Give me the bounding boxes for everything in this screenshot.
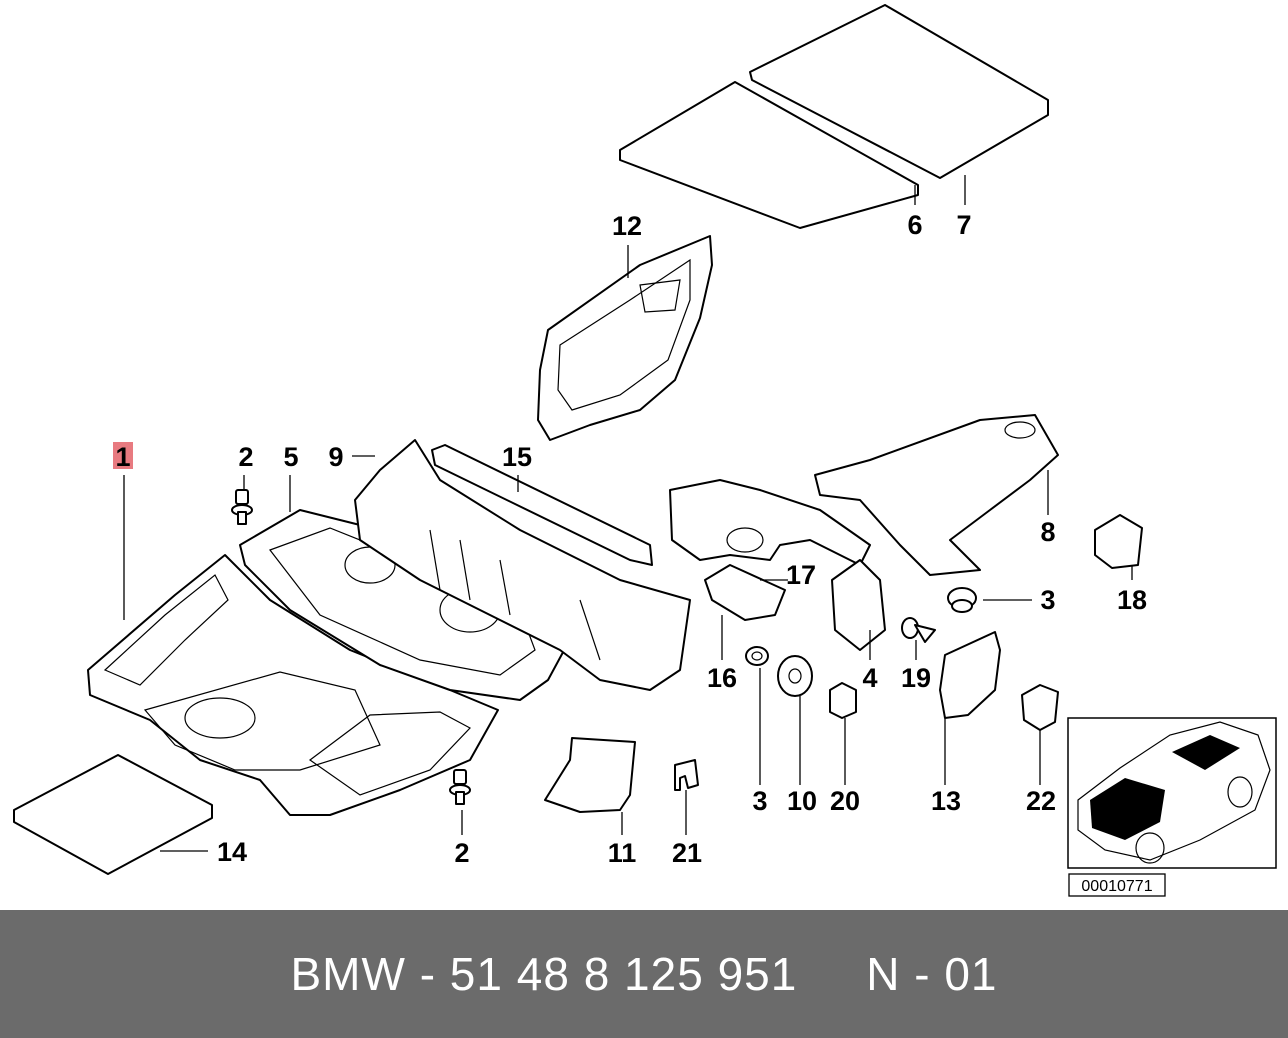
part-arch-left <box>669 479 871 566</box>
part-12-panel <box>537 235 713 441</box>
callout-11: 11 <box>608 838 637 868</box>
part-10-washer <box>777 655 813 697</box>
part-15-strip <box>431 444 653 566</box>
callout-1-highlight <box>113 442 133 469</box>
callout-3-center: 3 <box>752 786 767 816</box>
callout-7: 7 <box>956 210 971 240</box>
callout-16: 16 <box>707 663 737 693</box>
part-7-mat <box>749 4 1049 179</box>
leader-lines <box>123 175 1133 852</box>
footer-bar: BMW - 51 48 8 125 951 N - 01 <box>0 910 1288 1038</box>
callout-2-top: 2 <box>238 442 253 472</box>
callout-12: 12 <box>612 211 642 241</box>
part-3-grommet-right <box>947 587 977 613</box>
callout-5: 5 <box>283 442 298 472</box>
callout-6: 6 <box>907 210 922 240</box>
image-number-box: 00010771 <box>1068 873 1166 897</box>
callout-13: 13 <box>931 786 961 816</box>
part-6-mat <box>619 81 919 229</box>
part-3-grommet-center <box>745 646 769 666</box>
part-2-clip-bottom <box>449 769 471 805</box>
part-18-block <box>1094 514 1143 569</box>
car-thumbnail <box>1067 717 1277 869</box>
part-9-bulkhead <box>354 439 691 691</box>
part-21-clip <box>674 759 699 791</box>
callout-4: 4 <box>862 663 877 693</box>
callout-21: 21 <box>672 838 702 868</box>
callout-20: 20 <box>830 786 860 816</box>
part-2-clip-top <box>231 489 253 525</box>
part-19-clip <box>901 617 936 643</box>
part-17-plate <box>704 564 786 621</box>
part-22-block <box>1021 684 1059 731</box>
callout-2-bottom: 2 <box>454 838 469 868</box>
parts-diagram: 1 2 5 9 15 12 6 7 8 3 18 17 16 4 19 3 10… <box>13 4 1277 897</box>
part-14-mat <box>13 754 213 875</box>
part-8-arch <box>814 414 1059 576</box>
callout-17: 17 <box>786 560 816 590</box>
part-1-hood-insulation <box>87 554 499 816</box>
part-13-insulation <box>939 631 1001 719</box>
callout-15: 15 <box>502 442 532 472</box>
callout-19: 19 <box>901 663 931 693</box>
part-number-caption: BMW - 51 48 8 125 951 N - 01 <box>290 948 998 1000</box>
part-20-cap <box>829 682 857 719</box>
callout-14: 14 <box>217 837 247 867</box>
callout-18: 18 <box>1117 585 1147 615</box>
callout-9: 9 <box>328 442 343 472</box>
callout-22: 22 <box>1026 786 1056 816</box>
callout-1: 1 <box>115 442 130 472</box>
part-4-bracket <box>831 559 886 651</box>
callout-10: 10 <box>787 786 817 816</box>
image-number: 00010771 <box>1081 878 1152 895</box>
part-11-insulation <box>544 737 636 813</box>
callout-8: 8 <box>1040 517 1055 547</box>
callout-3-right: 3 <box>1040 585 1055 615</box>
